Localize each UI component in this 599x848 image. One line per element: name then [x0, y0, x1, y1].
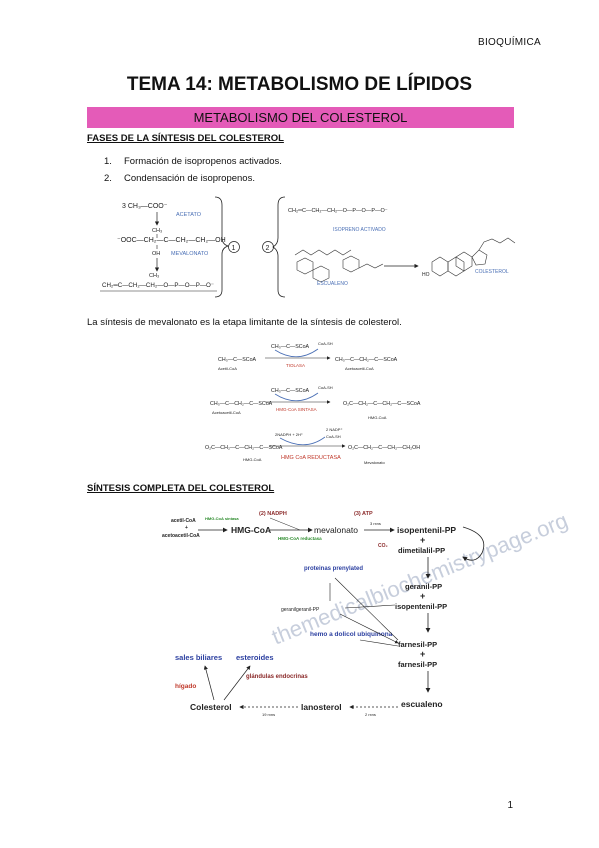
f3-input-acetoacetil: acetoacetil-CoA: [162, 533, 200, 539]
section-heading-sintesis: SÍNTESIS COMPLETA DEL COLESTEROL: [87, 483, 275, 494]
fig1-isopreno-activado: ISOPRENO ACTIVADO: [333, 227, 386, 233]
f3-hmgcoa: HMG-CoA: [231, 525, 271, 535]
f3-nadph: (2) NADPH: [259, 511, 287, 517]
r3-left: O₂C—CH₂—C—CH₂—C—SCoA: [205, 445, 283, 451]
f3-three-rxns: 3 rxns: [370, 521, 381, 526]
f3-lanosterol: lanosterol: [301, 702, 342, 712]
f3-escualeno: escualeno: [401, 699, 443, 709]
r3-left-name: HMG-CoA: [243, 457, 262, 462]
list-item: 2.Condensación de isopropenos.: [104, 173, 255, 184]
f3-isopentenil: isopentenil-PP: [397, 525, 456, 535]
fig1-reactant: 3 CH₃—COO⁻: [122, 203, 168, 210]
fig1-oh: OH: [152, 251, 160, 257]
r3-right-name: Mevalonato: [364, 460, 385, 465]
f3-nineteen: 19 rxns: [262, 712, 275, 717]
section-heading-fases: FASES DE LA SÍNTESIS DEL COLESTEROL: [87, 133, 284, 144]
f3-plus3: +: [420, 649, 425, 659]
cholesterol-structure: [431, 237, 516, 277]
r1-enzyme: TIOLASA: [286, 363, 305, 368]
page-number: 1: [507, 800, 513, 811]
f3-colesterol: Colesterol: [190, 702, 232, 712]
figure-2-mevalonate: CH₃—C—SCoA Acetil-CoA CH₃—C—SCoA CoA-SH …: [205, 341, 421, 465]
fig1-isoprene-b: CH₂═C—CH₂—CH₂—O—P—O—P—O⁻: [288, 208, 388, 214]
f3-proteinas: proteinas prenylated: [304, 566, 363, 572]
f3-reductasa: HMG-CoA reductasa: [278, 536, 322, 541]
figure-1-pathway: 3 CH₃—COO⁻ ACETATO CH₃ ⁻OOC—CH₂—C—CH₂—CH…: [100, 196, 516, 298]
f3-esteroides: esteroides: [236, 653, 274, 662]
r2-right: O₂C—CH₂—C—CH₂—C—SCoA: [343, 401, 421, 407]
f3-geranilgeranil: geranilgeranil-PP: [281, 607, 320, 613]
fig1-isoprene: CH₂═C—CH₂—CH₂—O—P—O—P—O⁻: [102, 282, 214, 289]
r3-right: O₂C—CH₂—C—CH₂—CH₂OH: [348, 445, 420, 451]
fig1-ch3: CH₃: [152, 228, 162, 234]
fig1-mevalonato-label: MEVALONATO: [171, 251, 209, 257]
f3-plus1: +: [420, 535, 425, 545]
f3-farnesil2: farnesil-PP: [398, 660, 437, 669]
figure-3-complete: themedicalbiochemistrypage.org acetil-Co…: [162, 508, 571, 717]
r1-left-name: Acetil-CoA: [218, 366, 237, 371]
fig1-escualeno: ESCUALENO: [317, 281, 348, 287]
f3-hemo: hemo a dolicol ubiquinona: [310, 631, 393, 638]
fig1-step2: 2: [266, 245, 270, 252]
f3-input-acetil: acetil-CoA: [171, 518, 196, 524]
r1-right: CH₃—C—CH₂—C—SCoA: [335, 357, 398, 363]
r1-right-name: Acetoacetil-CoA: [345, 366, 374, 371]
f3-geranil: geranil-PP: [405, 582, 442, 591]
paragraph-limiting-step: La síntesis de mevalonato es la etapa li…: [87, 317, 402, 328]
f3-higado: hígado: [175, 683, 196, 690]
steps-list: 1.Formación de isopropenos activados. 2.…: [104, 156, 282, 190]
f3-hmg-sintasa: HMG-CoA sintasa: [205, 516, 239, 521]
section-band: METABOLISMO DEL COLESTEROL: [87, 107, 514, 128]
f3-dimetilalil: dimetilalil-PP: [398, 546, 445, 555]
r2-cosh: CoA-SH: [318, 385, 333, 390]
f3-atp: (3) ATP: [354, 511, 373, 517]
fig1-ho: HO: [422, 272, 430, 278]
r2-enzyme: HMG-CoA SINTASA: [276, 407, 317, 412]
squalene-structure: [294, 249, 384, 283]
f3-glandulas: glándulas endocrinas: [246, 674, 308, 680]
f3-two: 2 rxns: [365, 712, 376, 717]
page-title: TEMA 14: METABOLISMO DE LÍPIDOS: [126, 74, 473, 95]
r1-cosh: CoA-SH: [318, 341, 333, 346]
f3-farnesil1: farnesil-PP: [398, 640, 437, 649]
r2-left: CH₃—C—CH₂—C—SCoA: [210, 401, 273, 407]
f3-isopentenil2: isopentenil-PP: [395, 602, 447, 611]
r3-nadp: 2 NADP⁺: [326, 427, 343, 432]
fig1-chain: ⁻OOC—CH₂—C—CH₂—CH₂—OH: [117, 237, 226, 244]
fig1-acetato-label: ACETATO: [176, 212, 202, 218]
running-header: BIOQUÍMICA: [477, 37, 541, 48]
fig1-step1: 1: [232, 245, 236, 252]
fig1-colesterol: COLESTEROL: [475, 269, 509, 275]
r3-enzyme: HMG CoA REDUCTASA: [281, 455, 341, 461]
f3-input-plus: +: [185, 525, 188, 531]
f3-co2: CO₂: [378, 543, 388, 549]
f3-mevalonato: mevalonato: [314, 525, 358, 535]
r1-left: CH₃—C—SCoA: [218, 357, 257, 363]
r3-nadph: 2NADPH + 2H⁺: [275, 432, 303, 437]
f3-sales-biliares: sales biliares: [175, 653, 222, 662]
r2-left-name: Acetoacetil-CoA: [212, 410, 241, 415]
fig1-ch3-b: CH₃: [149, 273, 159, 279]
list-item: 1.Formación de isopropenos activados.: [104, 156, 282, 167]
r2-arrow-top: CH₃—C—SCoA: [271, 388, 310, 394]
r1-arrow-top: CH₃—C—SCoA: [271, 344, 310, 350]
r3-cosh: CoA-SH: [326, 434, 341, 439]
r2-right-name: HMG-CoA: [368, 415, 387, 420]
f3-plus2: +: [420, 591, 425, 601]
